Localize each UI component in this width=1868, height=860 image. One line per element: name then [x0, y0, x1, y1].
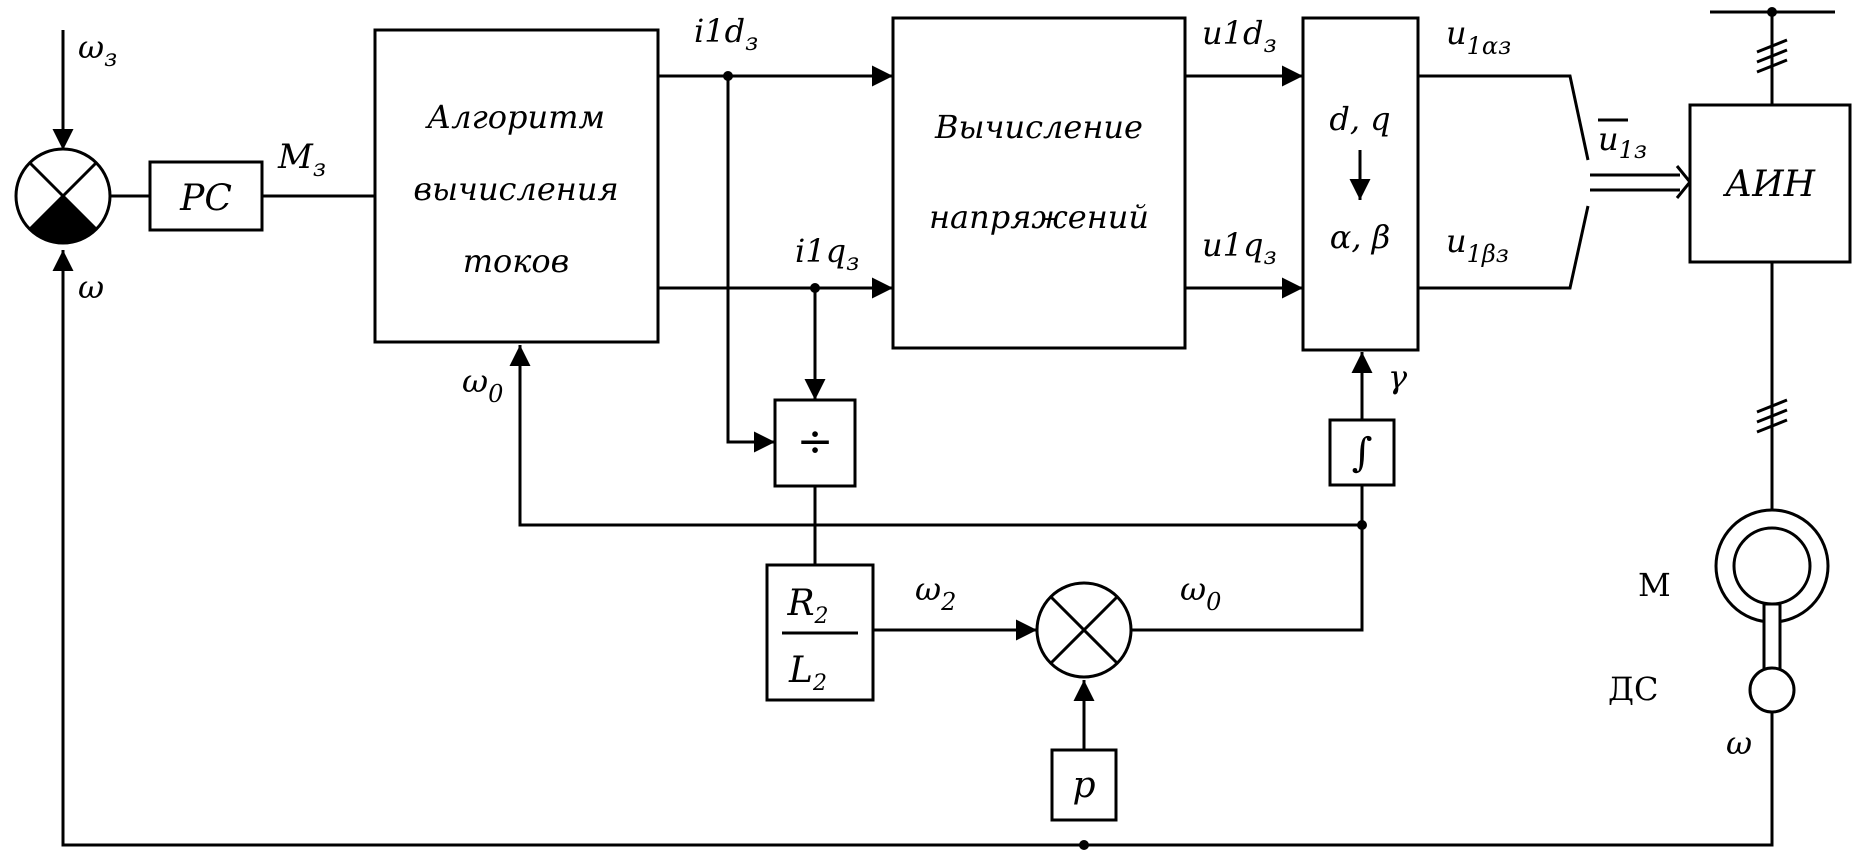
integrator-label: ∫: [1352, 430, 1373, 476]
rs-label: РС: [179, 178, 232, 219]
label-u1d: u1dз: [1202, 14, 1277, 58]
pole-pairs-label: p: [1072, 765, 1095, 806]
phase-tick-top: [1756, 58, 1788, 74]
current-algo-line-3: токов: [463, 242, 570, 280]
u-beta-wire: [1418, 205, 1590, 290]
label-omega-sensor: ω: [1726, 724, 1752, 762]
gain-denominator: L2: [788, 650, 827, 696]
phase-tick-bottom: [1756, 398, 1788, 414]
slip-summator: [1035, 581, 1133, 679]
signal-labels: ωз ω Mз i1dз i1qз u1dз u1qз u1αз u1βз u1…: [78, 12, 1752, 762]
inverter-label: АИН: [1722, 164, 1816, 205]
integrator-block: [1328, 418, 1396, 487]
transform-bottom-label: α, β: [1330, 218, 1390, 256]
pole-pairs-block: [1050, 748, 1118, 822]
label-motor: M: [1638, 566, 1671, 604]
phase-tick-bottom: [1756, 418, 1788, 434]
omega0-wire: [1132, 485, 1364, 632]
divider-label: ÷: [797, 416, 834, 467]
speed-sensor: [1748, 666, 1796, 714]
junction-feedback: [1079, 840, 1089, 850]
comparator-negative-sector: [30, 196, 96, 243]
label-omega2: ω2: [915, 570, 956, 616]
label-i1d: i1dз: [694, 12, 758, 56]
phase-tick-bottom: [1756, 408, 1788, 424]
current-algorithm-block: [373, 28, 660, 344]
label-omega0-sum: ω0: [1180, 570, 1221, 616]
u-alpha-wire: [1418, 74, 1590, 161]
label-u-vector: u1з: [1598, 120, 1647, 164]
phase-tick-top: [1756, 48, 1788, 64]
divider-block: [773, 398, 857, 488]
inverter-block: [1688, 103, 1852, 264]
junction-omega0: [1357, 520, 1367, 530]
voltage-calc-block: [891, 16, 1187, 350]
i1d-to-divider-wire: [726, 76, 775, 453]
speed-comparator: [14, 147, 112, 245]
label-speed-sensor: ДС: [1608, 670, 1659, 708]
voltage-calc-line-1: Вычисление: [934, 108, 1143, 146]
label-u-alpha: u1αз: [1446, 14, 1511, 60]
wires: [52, 7, 1835, 850]
phase-tick-top: [1756, 38, 1788, 54]
label-u1q: u1qз: [1202, 226, 1277, 270]
motor-inner: [1732, 526, 1812, 606]
junction-i1d: [723, 71, 733, 81]
label-omega-feedback: ω: [78, 268, 104, 306]
speed-feedback-wire: [52, 250, 1774, 847]
current-algo-line-2: вычисления: [413, 170, 618, 208]
label-u-beta: u1βз: [1446, 222, 1509, 268]
gain-numerator: R2: [786, 583, 828, 629]
label-omega0-algo: ω0: [462, 362, 503, 408]
current-algo-line-1: Алгоритм: [425, 98, 605, 136]
transform-top-label: d, q: [1329, 100, 1390, 138]
label-gamma: γ: [1388, 358, 1408, 396]
u-vec-arrowhead: [1675, 165, 1692, 199]
junction-i1q: [810, 283, 820, 293]
voltage-calc-line-2: напряжений: [929, 198, 1149, 236]
rs-block: [148, 160, 264, 232]
label-omega-ref: ωз: [78, 28, 117, 72]
motor: [1714, 508, 1830, 714]
summator-cross-2: [1049, 595, 1119, 665]
label-torque-ref: Mз: [277, 137, 326, 182]
omega0-feedback-wire: [509, 345, 1362, 527]
comparator-cross-2: [28, 161, 98, 231]
label-i1q: i1qз: [795, 232, 859, 276]
